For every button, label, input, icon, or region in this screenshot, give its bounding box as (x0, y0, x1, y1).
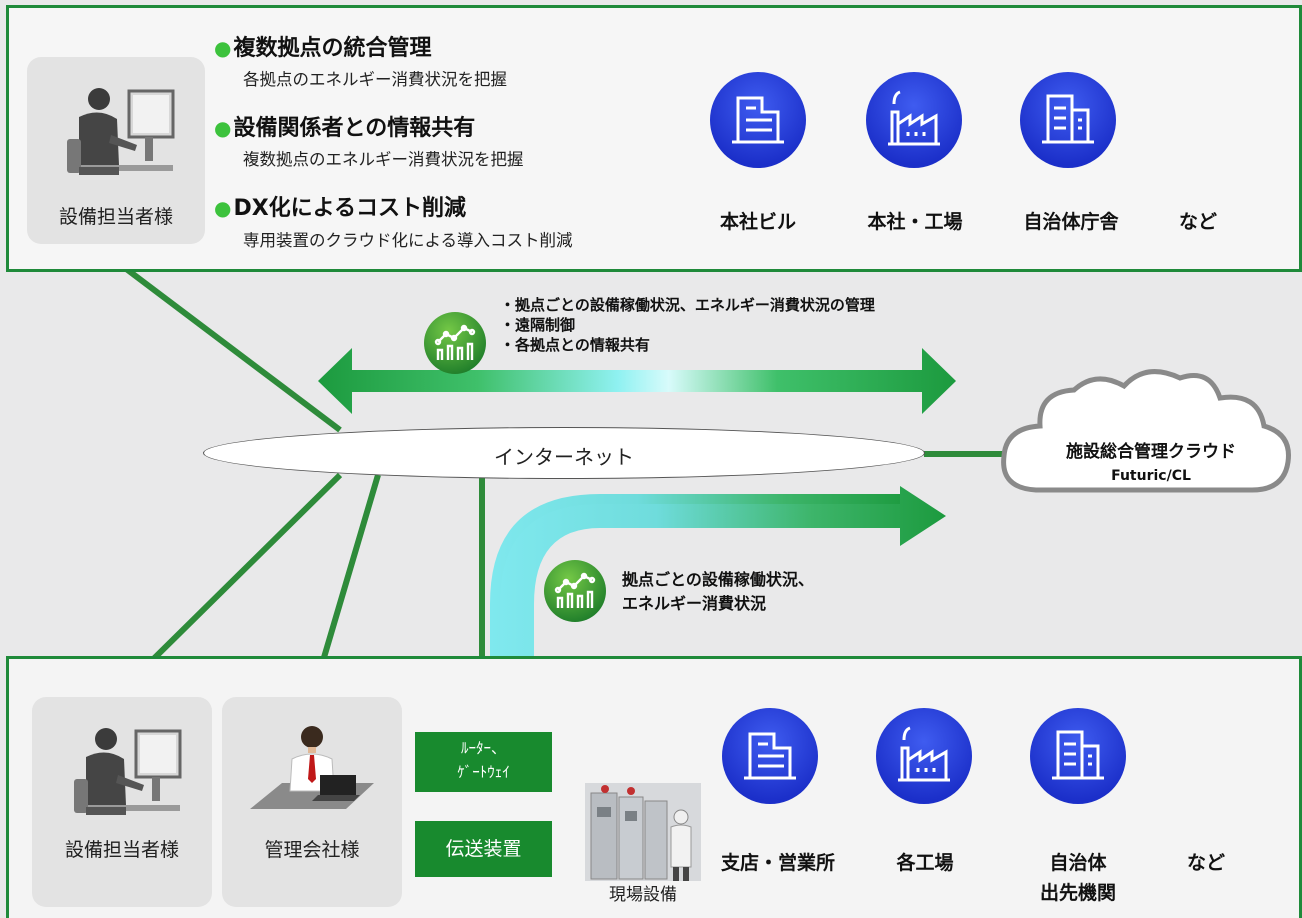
bullet-dot-icon: ● (214, 196, 232, 220)
building-label-municipal-branch-1: 自治体 (1049, 852, 1107, 874)
facility-manager-tile-bottom: 設備担当者様 (32, 697, 212, 907)
analytics-chart-icon-lower (544, 560, 606, 622)
transmission-device-box: 伝送装置 (415, 821, 552, 877)
internet-label: インターネット (494, 445, 634, 469)
upper-arrow-item-2: ・遠隔制御 (500, 316, 576, 334)
facility-manager-label-bottom: 設備担当者様 (64, 839, 179, 861)
bullet-dot-icon: ● (214, 116, 232, 140)
government-building-icon (1030, 708, 1126, 804)
factory-icon (866, 72, 962, 168)
cloud-subtitle: Futuric/CL (1111, 468, 1191, 484)
router-line-2: ｹﾞｰﾄｳｪｲ (457, 763, 510, 781)
analytics-chart-icon-upper (424, 312, 486, 374)
etc-label-top: など (1178, 211, 1217, 233)
building-label-head-factory: 本社・工場 (867, 211, 963, 233)
router-gateway-box: ﾙｰﾀｰ、 ｹﾞｰﾄｳｪｲ (415, 732, 552, 792)
router-line-1: ﾙｰﾀｰ、 (460, 739, 506, 757)
building-label-municipal-branch-2: 出先機関 (1039, 882, 1116, 904)
building-label-municipal-office: 自治体庁舎 (1023, 211, 1119, 233)
facility-manager-tile: 設備担当者様 (27, 57, 205, 244)
businessman-laptop-icon (250, 726, 374, 809)
person-at-computer-icon (67, 88, 175, 175)
factory-icon (876, 708, 972, 804)
person-at-computer-icon (74, 728, 182, 815)
building-label-head-office: 本社ビル (719, 211, 796, 233)
lower-arrow-line-1: 拠点ごとの設備稼働状況、 (622, 570, 814, 589)
lower-arrow-text: 拠点ごとの設備稼働状況、 エネルギー消費状況 (622, 568, 814, 616)
feature-title-2: ●設備関係者との情報共有 (214, 116, 476, 141)
upper-arrow-items: ・拠点ごとの設備稼働状況、エネルギー消費状況の管理 ・遠隔制御 ・各拠点との情報… (500, 295, 875, 355)
government-building-icon (1020, 72, 1116, 168)
building-label-branch: 支店・営業所 (720, 852, 835, 874)
internet-ellipse: インターネット (203, 427, 925, 479)
feature-desc-1: 各拠点のエネルギー消費状況を把握 (243, 70, 507, 89)
feature-desc-3: 専用装置のクラウド化による導入コスト削減 (243, 231, 573, 250)
curved-upload-arrow (490, 486, 946, 829)
lower-arrow-line-2: エネルギー消費状況 (622, 594, 767, 613)
building-label-factories: 各工場 (896, 852, 954, 874)
feature-title-3: ●DX化によるコスト削減 (214, 196, 467, 221)
office-building-icon (710, 72, 806, 168)
cloud-title: 施設総合管理クラウド (1066, 442, 1236, 462)
cloud-shape (1001, 369, 1291, 493)
etc-label-bottom: など (1186, 852, 1225, 874)
feature-title-1: ●複数拠点の統合管理 (214, 36, 432, 61)
management-company-label: 管理会社様 (264, 839, 360, 861)
site-equipment-image (585, 783, 701, 881)
upper-arrow-item-1: ・拠点ごとの設備稼働状況、エネルギー消費状況の管理 (500, 296, 875, 314)
office-building-icon (722, 708, 818, 804)
transmission-device-label: 伝送装置 (445, 838, 522, 860)
bullet-dot-icon: ● (214, 36, 232, 60)
site-equipment-label: 現場設備 (609, 885, 677, 905)
double-arrow (318, 348, 956, 414)
management-company-tile: 管理会社様 (222, 697, 402, 907)
upper-arrow-item-3: ・各拠点との情報共有 (500, 336, 650, 354)
feature-desc-2: 複数拠点のエネルギー消費状況を把握 (243, 150, 524, 169)
facility-manager-label: 設備担当者様 (58, 206, 173, 228)
